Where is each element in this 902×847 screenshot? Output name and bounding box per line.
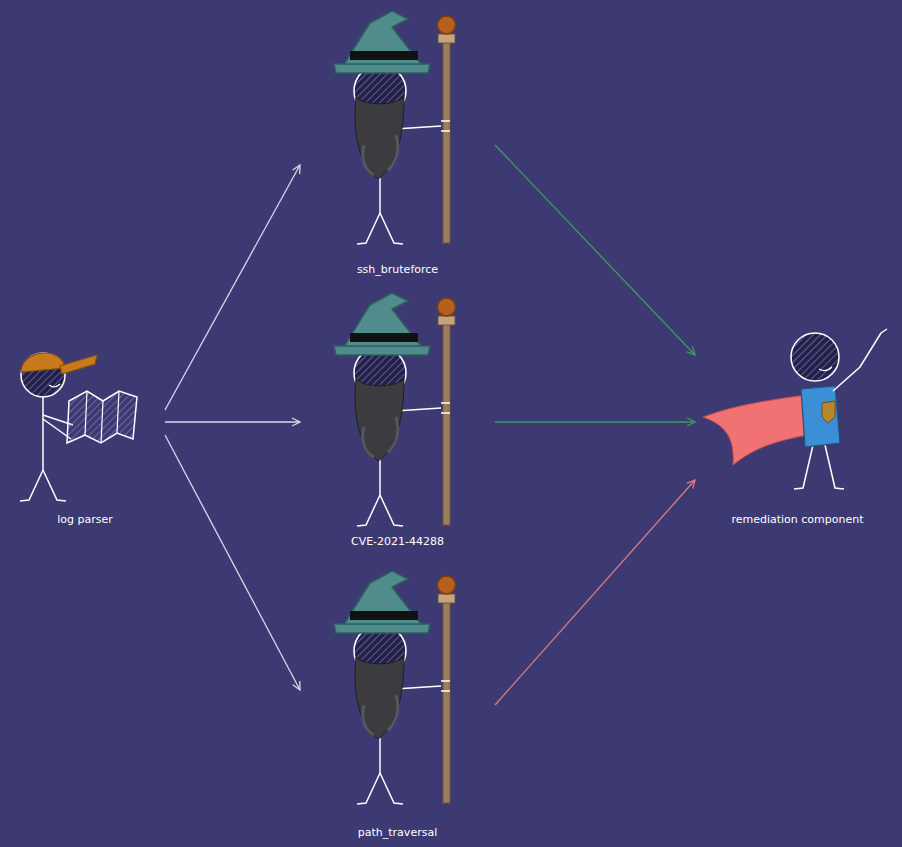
log-parser-figure — [20, 353, 137, 501]
node-label: path_traversal — [300, 826, 495, 839]
wizard-figure: ssh_bruteforce — [300, 5, 495, 280]
hero-figure: remediation component — [695, 325, 900, 530]
node-label: remediation component — [695, 513, 900, 526]
wizard-figure: CVE-2021-44288 — [300, 287, 495, 552]
actor-figure: log parser — [5, 335, 165, 530]
flow-arrow — [165, 435, 300, 690]
node-label: log parser — [5, 513, 165, 526]
flow-arrow — [495, 480, 695, 705]
superhero-figure — [703, 329, 887, 489]
wizard-figure — [334, 11, 456, 244]
flow-arrow — [495, 421, 695, 422]
node-label: ssh_bruteforce — [300, 263, 495, 276]
node-label: CVE-2021-44288 — [300, 535, 495, 548]
flow-arrow — [495, 145, 695, 355]
flow-arrow — [165, 421, 300, 422]
flow-arrow — [165, 165, 300, 410]
wizard-figure: path_traversal — [300, 565, 495, 843]
wizard-figure — [334, 571, 456, 804]
wizard-figure — [334, 293, 456, 526]
